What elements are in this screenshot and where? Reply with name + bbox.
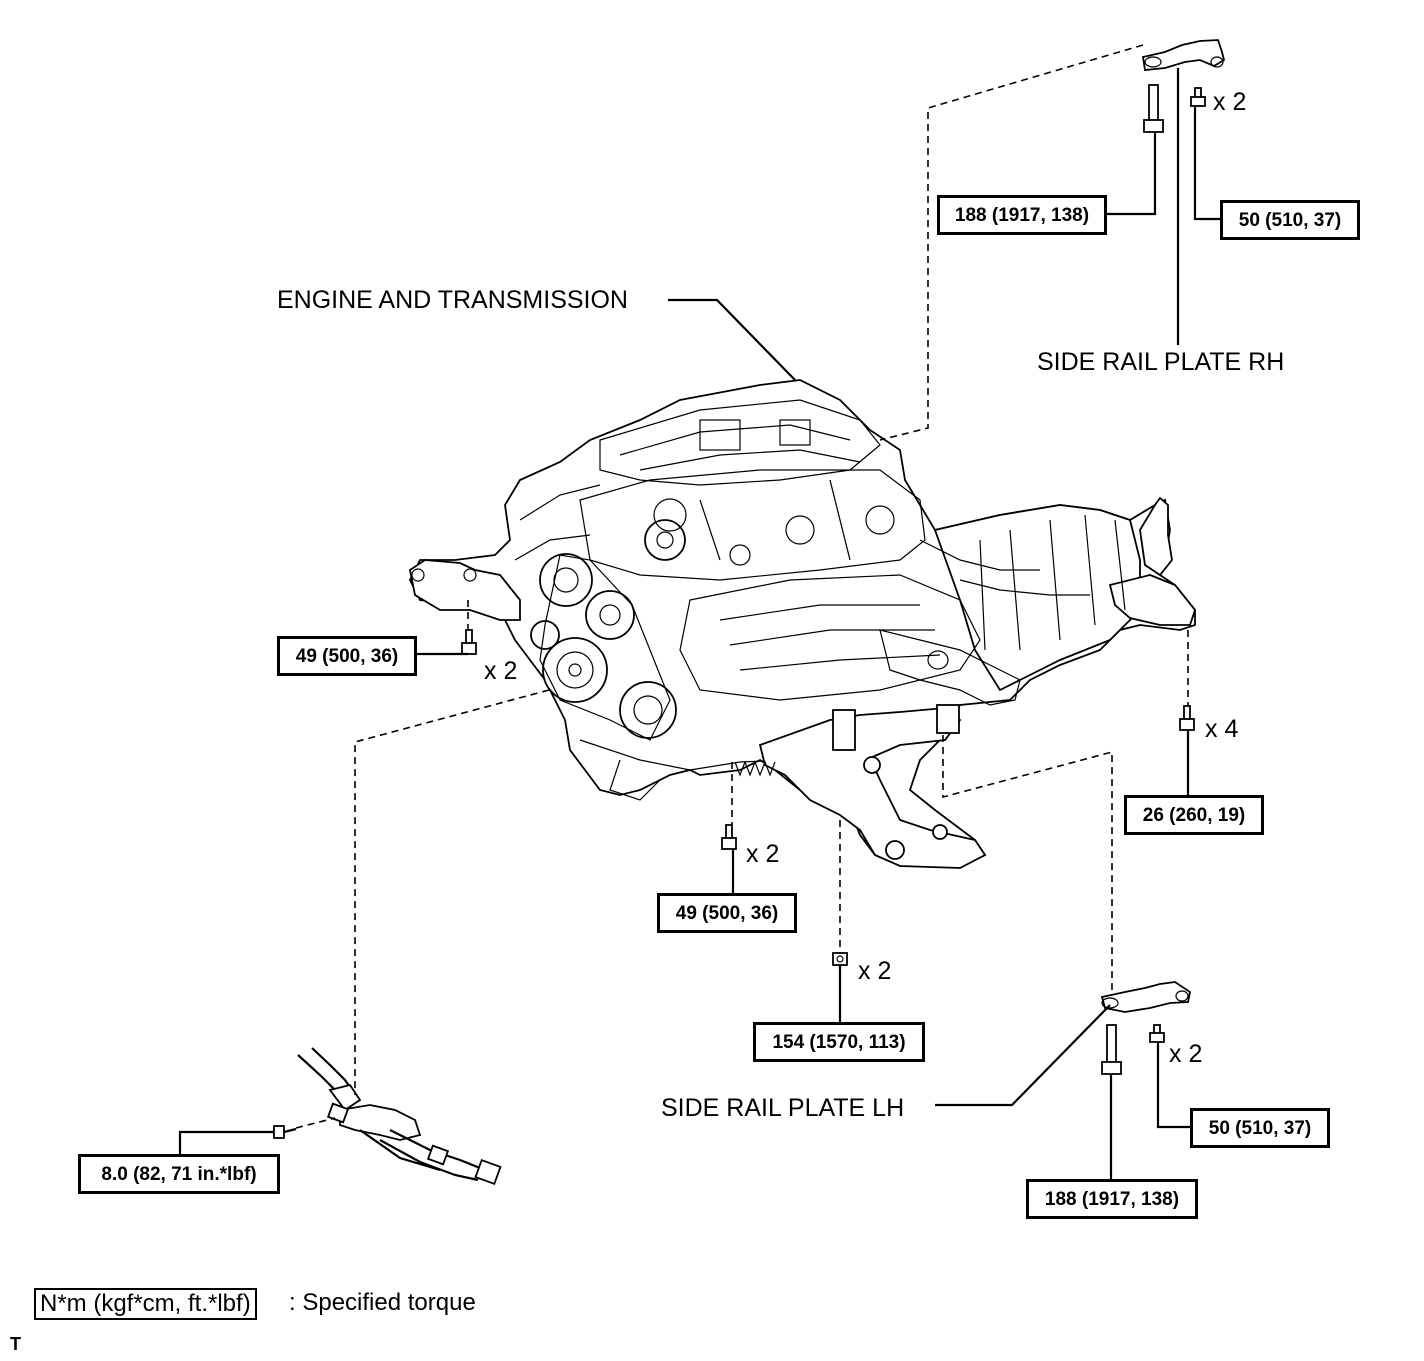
bolt-icon: [461, 629, 477, 655]
torque-box-rh-small-bolt: 50 (510, 37): [1220, 200, 1360, 240]
bolt-icon: [1149, 1024, 1165, 1043]
wire-harness-illustration: [297, 1047, 502, 1186]
quantity-rear-mount-bolt: x 4: [1205, 715, 1239, 743]
side-rail-plate-lh-illustration: [1100, 981, 1192, 1013]
side-rail-plate-rh-label: SIDE RAIL PLATE RH: [1037, 348, 1285, 376]
corner-mark: T: [10, 1334, 21, 1354]
quantity-rh-small-bolt: x 2: [1213, 88, 1247, 116]
nut-icon: [832, 952, 848, 966]
engine-transmission-illustration: [408, 379, 1197, 869]
side-rail-plate-rh-illustration: [1141, 39, 1226, 71]
quantity-lower-mount-bolt: x 2: [746, 840, 780, 868]
torque-box-lower-mount-bolt: 49 (500, 36): [657, 893, 797, 933]
torque-box-rear-mount-bolt: 26 (260, 19): [1124, 795, 1264, 835]
bolt-icon: [721, 824, 737, 850]
torque-box-lh-bolt: 188 (1917, 138): [1026, 1179, 1198, 1219]
bolt-icon: [1190, 87, 1206, 107]
legend-unit-box: N*m (kgf*cm, ft.*lbf): [34, 1288, 257, 1320]
bolt-icon: [1101, 1024, 1122, 1075]
engine-and-transmission-label: ENGINE AND TRANSMISSION: [277, 286, 628, 314]
torque-box-mount-nut: 154 (1570, 113): [753, 1022, 925, 1062]
bolt-icon: [1143, 84, 1164, 133]
bolt-icon: [273, 1125, 297, 1139]
torque-box-harness-bolt: 8.0 (82, 71 in.*lbf): [78, 1154, 280, 1194]
leader-lines: [178, 68, 1222, 1180]
torque-box-lh-small-bolt: 50 (510, 37): [1190, 1108, 1330, 1148]
quantity-mount-nut: x 2: [858, 957, 892, 985]
bolt-icon: [1179, 705, 1195, 731]
quantity-front-mount-bolt: x 2: [484, 657, 518, 685]
quantity-lh-small-bolt: x 2: [1169, 1040, 1203, 1068]
alignment-lines: [295, 44, 1189, 1129]
torque-box-rh-bolt: 188 (1917, 138): [937, 195, 1107, 235]
torque-box-front-mount-bolt: 49 (500, 36): [277, 636, 417, 676]
side-rail-plate-lh-label: SIDE RAIL PLATE LH: [661, 1094, 905, 1122]
legend-description: : Specified torque: [289, 1289, 476, 1316]
